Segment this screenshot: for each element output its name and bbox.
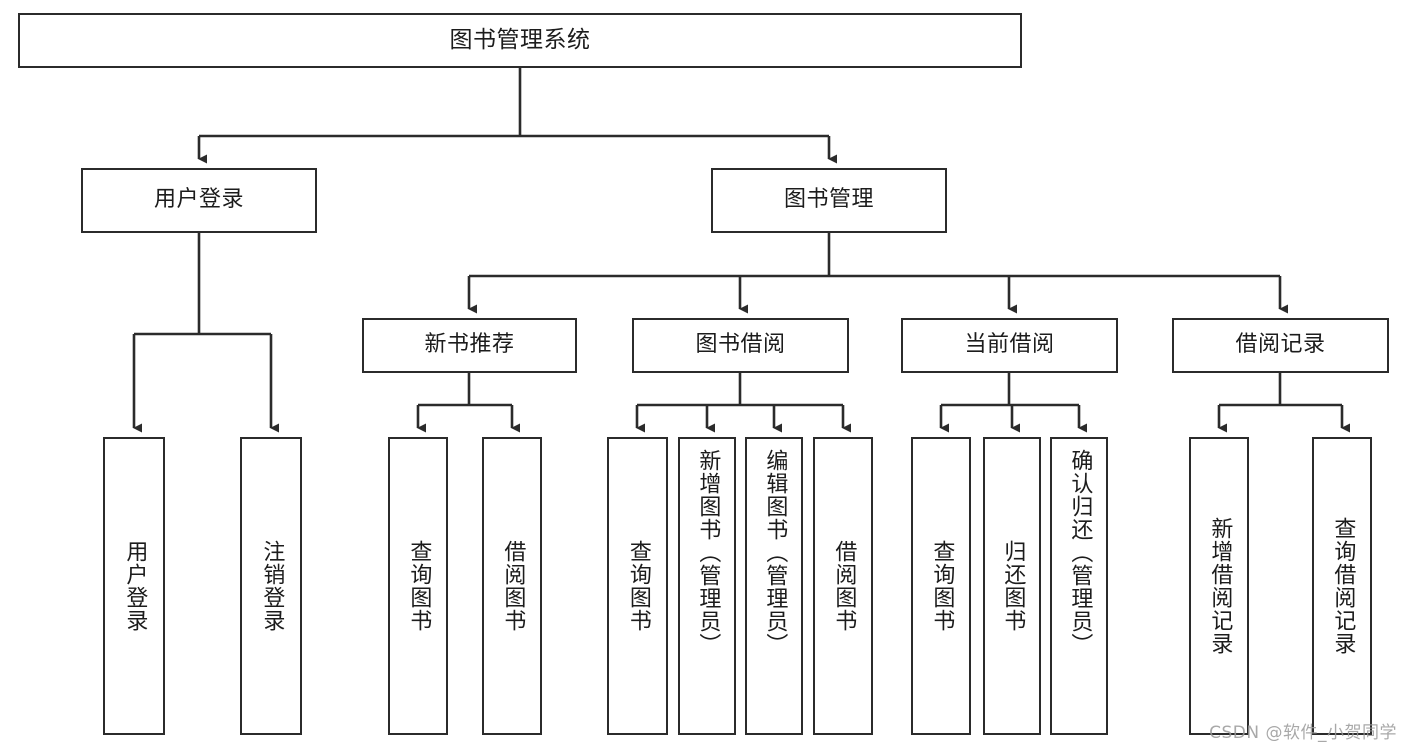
- level3-node-1: 新书推荐: [362, 318, 577, 373]
- leaf-node-9-label: 查询图书: [929, 540, 955, 632]
- leaf-node-13: 查询借阅记录: [1312, 437, 1372, 735]
- root-node-system: 图书管理系统: [18, 13, 1022, 68]
- level2-node-2: 图书管理: [711, 168, 947, 233]
- leaf-node-7-label: 编辑图书（管理员）: [762, 449, 788, 656]
- leaf-node-4: 借阅图书: [482, 437, 542, 735]
- leaf-node-8: 借阅图书: [813, 437, 873, 735]
- leaf-node-11-label: 确认归还（管理员）: [1067, 449, 1093, 656]
- leaf-node-6-label: 新增图书（管理员）: [695, 449, 721, 656]
- level3-node-4: 借阅记录: [1172, 318, 1389, 373]
- level3-node-1-label: 新书推荐: [424, 332, 515, 358]
- csdn-watermark: CSDN @软件_小贺同学: [1209, 723, 1397, 743]
- level3-node-3: 当前借阅: [901, 318, 1118, 373]
- leaf-node-2-label: 注销登录: [259, 540, 285, 632]
- level2-node-1-label: 用户登录: [153, 187, 244, 213]
- leaf-node-5-label: 查询图书: [625, 540, 651, 632]
- leaf-node-3: 查询图书: [388, 437, 448, 735]
- root-node-system-label: 图书管理系统: [449, 26, 591, 53]
- level3-node-3-label: 当前借阅: [964, 332, 1055, 358]
- leaf-node-8-label: 借阅图书: [831, 540, 857, 632]
- leaf-node-11: 确认归还（管理员）: [1050, 437, 1108, 735]
- leaf-node-5: 查询图书: [607, 437, 668, 735]
- level2-node-2-label: 图书管理: [783, 187, 874, 213]
- leaf-node-1-label: 用户登录: [122, 540, 148, 632]
- level3-node-4-label: 借阅记录: [1235, 332, 1326, 358]
- leaf-node-7: 编辑图书（管理员）: [745, 437, 803, 735]
- level3-node-2: 图书借阅: [632, 318, 849, 373]
- leaf-node-10: 归还图书: [983, 437, 1041, 735]
- level3-node-2-label: 图书借阅: [695, 332, 786, 358]
- leaf-node-1: 用户登录: [103, 437, 165, 735]
- leaf-node-4-label: 借阅图书: [500, 540, 526, 632]
- leaf-node-12-label: 新增借阅记录: [1207, 517, 1233, 655]
- leaf-node-13-label: 查询借阅记录: [1330, 517, 1356, 655]
- leaf-node-10-label: 归还图书: [1000, 540, 1026, 632]
- leaf-node-9: 查询图书: [911, 437, 971, 735]
- leaf-node-3-label: 查询图书: [406, 540, 432, 632]
- leaf-node-6: 新增图书（管理员）: [678, 437, 736, 735]
- level2-node-1: 用户登录: [81, 168, 317, 233]
- leaf-node-2: 注销登录: [240, 437, 302, 735]
- leaf-node-12: 新增借阅记录: [1189, 437, 1249, 735]
